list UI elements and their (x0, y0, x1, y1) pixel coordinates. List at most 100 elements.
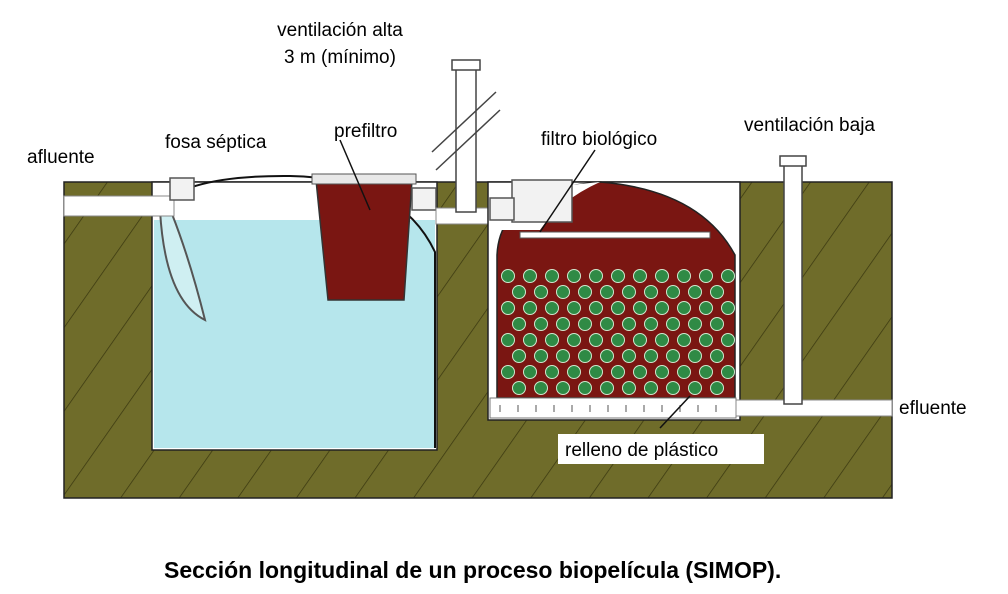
media-pellet (589, 301, 603, 315)
media-pellet (523, 301, 537, 315)
label-relleno-plastico: relleno de plástico (565, 440, 718, 461)
biofilter-inlet-box (511, 179, 573, 223)
media-pellet (699, 269, 713, 283)
media-pellet (512, 381, 526, 395)
low-vent-pipe (783, 159, 803, 405)
media-pellet (501, 269, 515, 283)
media-pellet (666, 317, 680, 331)
media-pellet (567, 333, 581, 347)
prefilter-outlet-cap (411, 187, 437, 211)
label-filtro-biologico: filtro biológico (541, 129, 657, 150)
media-pellet (655, 301, 669, 315)
media-pellet (567, 301, 581, 315)
media-pellet (622, 349, 636, 363)
label-afluente: afluente (27, 147, 95, 168)
media-pellet (545, 333, 559, 347)
low-vent-cap (779, 155, 807, 167)
media-pellet (589, 269, 603, 283)
media-pellet (633, 365, 647, 379)
media-pellet (556, 317, 570, 331)
media-pellet (611, 301, 625, 315)
vent-break-mark-1 (431, 91, 497, 153)
relleno-label-bg (558, 434, 764, 464)
label-ventilacion-alta-min: 3 m (mínimo) (284, 47, 396, 68)
media-pellet (622, 317, 636, 331)
media-pellet (688, 317, 702, 331)
media-pellet (644, 317, 658, 331)
media-pellet (677, 365, 691, 379)
media-pellet (545, 269, 559, 283)
media-pellet (710, 285, 724, 299)
media-pellet (545, 365, 559, 379)
biofilter-inlet-cap (489, 197, 515, 221)
media-pellet (688, 381, 702, 395)
media-pellet (578, 349, 592, 363)
plastic-media (501, 269, 735, 395)
media-pellet (589, 365, 603, 379)
media-pellet (666, 349, 680, 363)
inlet-elbow (158, 208, 207, 322)
media-pellet (721, 269, 735, 283)
media-pellet (589, 333, 603, 347)
label-fosa-septica: fosa séptica (165, 132, 267, 153)
media-pellet (578, 285, 592, 299)
media-pellet (523, 333, 537, 347)
media-pellet (534, 285, 548, 299)
prefilter-basket (315, 179, 413, 301)
media-pellet (677, 301, 691, 315)
leader-prefiltro (339, 139, 371, 211)
media-pellet (534, 381, 548, 395)
media-pellet (523, 269, 537, 283)
label-ventilacion-alta: ventilación alta (277, 20, 403, 41)
media-pellet (611, 333, 625, 347)
media-pellet (655, 269, 669, 283)
media-pellet (633, 269, 647, 283)
leader-relleno (659, 395, 691, 429)
media-pellet (600, 317, 614, 331)
label-prefiltro: prefiltro (334, 121, 397, 142)
label-efluente: efluente (899, 398, 967, 419)
media-pellet (556, 285, 570, 299)
media-pellet (677, 269, 691, 283)
media-pellet (644, 349, 658, 363)
media-pellet (699, 301, 713, 315)
media-pellet (545, 301, 559, 315)
media-pellet (578, 317, 592, 331)
media-pellet (644, 381, 658, 395)
outlet-pipe (735, 399, 893, 417)
media-pellet (512, 317, 526, 331)
media-pellet (721, 333, 735, 347)
prefilter-lid (311, 173, 417, 185)
media-pellet (699, 333, 713, 347)
media-pellet (556, 381, 570, 395)
media-pellet (688, 285, 702, 299)
media-pellet (600, 349, 614, 363)
media-pellet (666, 285, 680, 299)
media-pellet (512, 285, 526, 299)
media-pellet (534, 317, 548, 331)
media-pellet (567, 269, 581, 283)
media-pellet (655, 333, 669, 347)
vent-break-mark-2 (435, 109, 501, 171)
media-pellet (578, 381, 592, 395)
media-pellet (710, 349, 724, 363)
media-pellet (633, 301, 647, 315)
media-pellet (710, 381, 724, 395)
diagram-caption: Sección longitudinal de un proceso biope… (164, 557, 781, 583)
media-pellet (710, 317, 724, 331)
media-pellet (688, 349, 702, 363)
media-pellet (644, 285, 658, 299)
inlet-cap (169, 177, 195, 201)
media-pellet (655, 365, 669, 379)
media-pellet (699, 365, 713, 379)
underdrain (489, 397, 737, 419)
media-pellet (556, 349, 570, 363)
media-pellet (501, 333, 515, 347)
media-pellet (622, 381, 636, 395)
media-pellet (567, 365, 581, 379)
distributor-pipe (519, 231, 711, 239)
media-pellet (600, 381, 614, 395)
label-ventilacion-baja: ventilación baja (744, 115, 875, 136)
media-pellet (501, 301, 515, 315)
